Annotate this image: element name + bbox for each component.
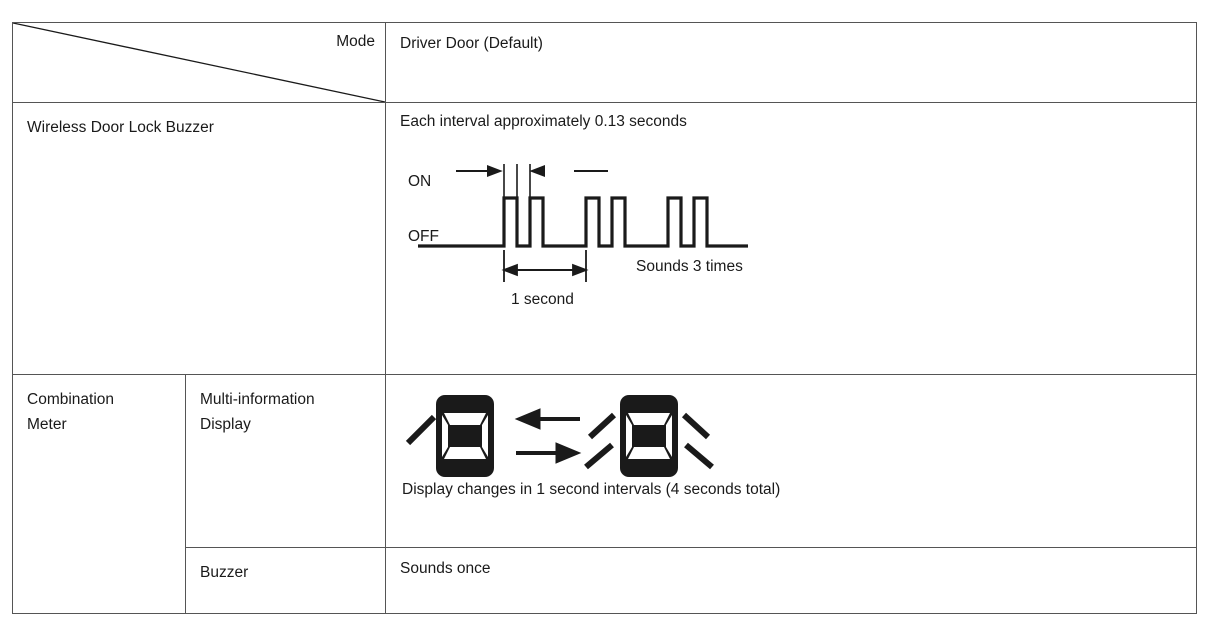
arrow-right-icon xyxy=(516,442,582,464)
waveform-trace xyxy=(418,195,748,248)
sub-label-multi-information-display: Multi-information Display xyxy=(185,374,386,548)
multi-info-display-figure xyxy=(404,391,714,479)
one-second-label: 1 second xyxy=(511,291,574,308)
one-second-dimension xyxy=(501,249,589,282)
table-header-row: Mode Driver Door (Default) xyxy=(12,22,1197,103)
flash-line-right-upper-right xyxy=(681,412,711,440)
combination-meter-label-line1: Combination xyxy=(27,391,115,408)
row-label-text: Wireless Door Lock Buzzer xyxy=(27,119,214,136)
multi-info-label-line2: Display xyxy=(200,416,251,434)
table-row-meter-buzzer: Buzzer Sounds once xyxy=(13,547,1197,614)
row-value-meter-buzzer: Sounds once xyxy=(385,547,1197,614)
meter-buzzer-value: Sounds once xyxy=(400,560,491,577)
row-label-wireless-door-lock-buzzer: Wireless Door Lock Buzzer xyxy=(12,102,386,375)
buzzer-waveform-diagram: ON OFF xyxy=(408,163,748,308)
header-mode-value-cell: Driver Door (Default) xyxy=(385,22,1197,103)
row-value-wireless-door-lock-buzzer: Each interval approximately 0.13 seconds… xyxy=(385,102,1197,375)
arrow-left-icon xyxy=(514,408,580,430)
multi-info-label-line1: Multi-information xyxy=(200,391,315,408)
display-icon-multi-flash xyxy=(584,395,714,477)
meter-buzzer-label: Buzzer xyxy=(200,564,249,581)
sub-label-buzzer: Buzzer xyxy=(185,547,386,614)
display-icon-single-flash xyxy=(405,395,494,477)
row-value-multi-information-display: Display changes in 1 second intervals (4… xyxy=(385,374,1197,548)
buzzer-waveform-figure: ON OFF xyxy=(408,158,828,323)
row-label-combination-meter: Combination Meter xyxy=(12,374,186,614)
display-change-diagram xyxy=(405,395,714,477)
mode-spec-table: Mode Driver Door (Default) Wireless Door… xyxy=(12,22,1197,614)
display-change-caption: Display changes in 1 second intervals (4… xyxy=(402,481,781,498)
waveform-on-label: ON xyxy=(408,173,431,190)
flash-line-right-lower-left xyxy=(584,442,614,470)
diagonal-corner: Mode xyxy=(13,23,385,102)
table-row-wireless-door-lock-buzzer: Wireless Door Lock Buzzer Each interval … xyxy=(12,102,1197,375)
flash-line-right-lower-right xyxy=(684,442,714,470)
header-corner-cell: Mode xyxy=(12,22,386,103)
flash-line-right-upper-left xyxy=(587,412,617,440)
mode-value-text: Driver Door (Default) xyxy=(400,35,543,52)
sounds-3-times-label: Sounds 3 times xyxy=(636,258,743,275)
combination-meter-label-line2: Meter xyxy=(27,416,67,434)
table-row-multi-information-display: Combination Meter Multi-information Disp… xyxy=(12,374,1197,614)
diagonal-split-icon xyxy=(13,23,385,102)
waveform-off-label: OFF xyxy=(408,228,439,245)
interval-callout-arrows xyxy=(456,163,608,198)
mode-header-label: Mode xyxy=(336,33,375,50)
flash-line-left-1 xyxy=(405,414,437,446)
buzzer-interval-text: Each interval approximately 0.13 seconds xyxy=(400,113,687,130)
